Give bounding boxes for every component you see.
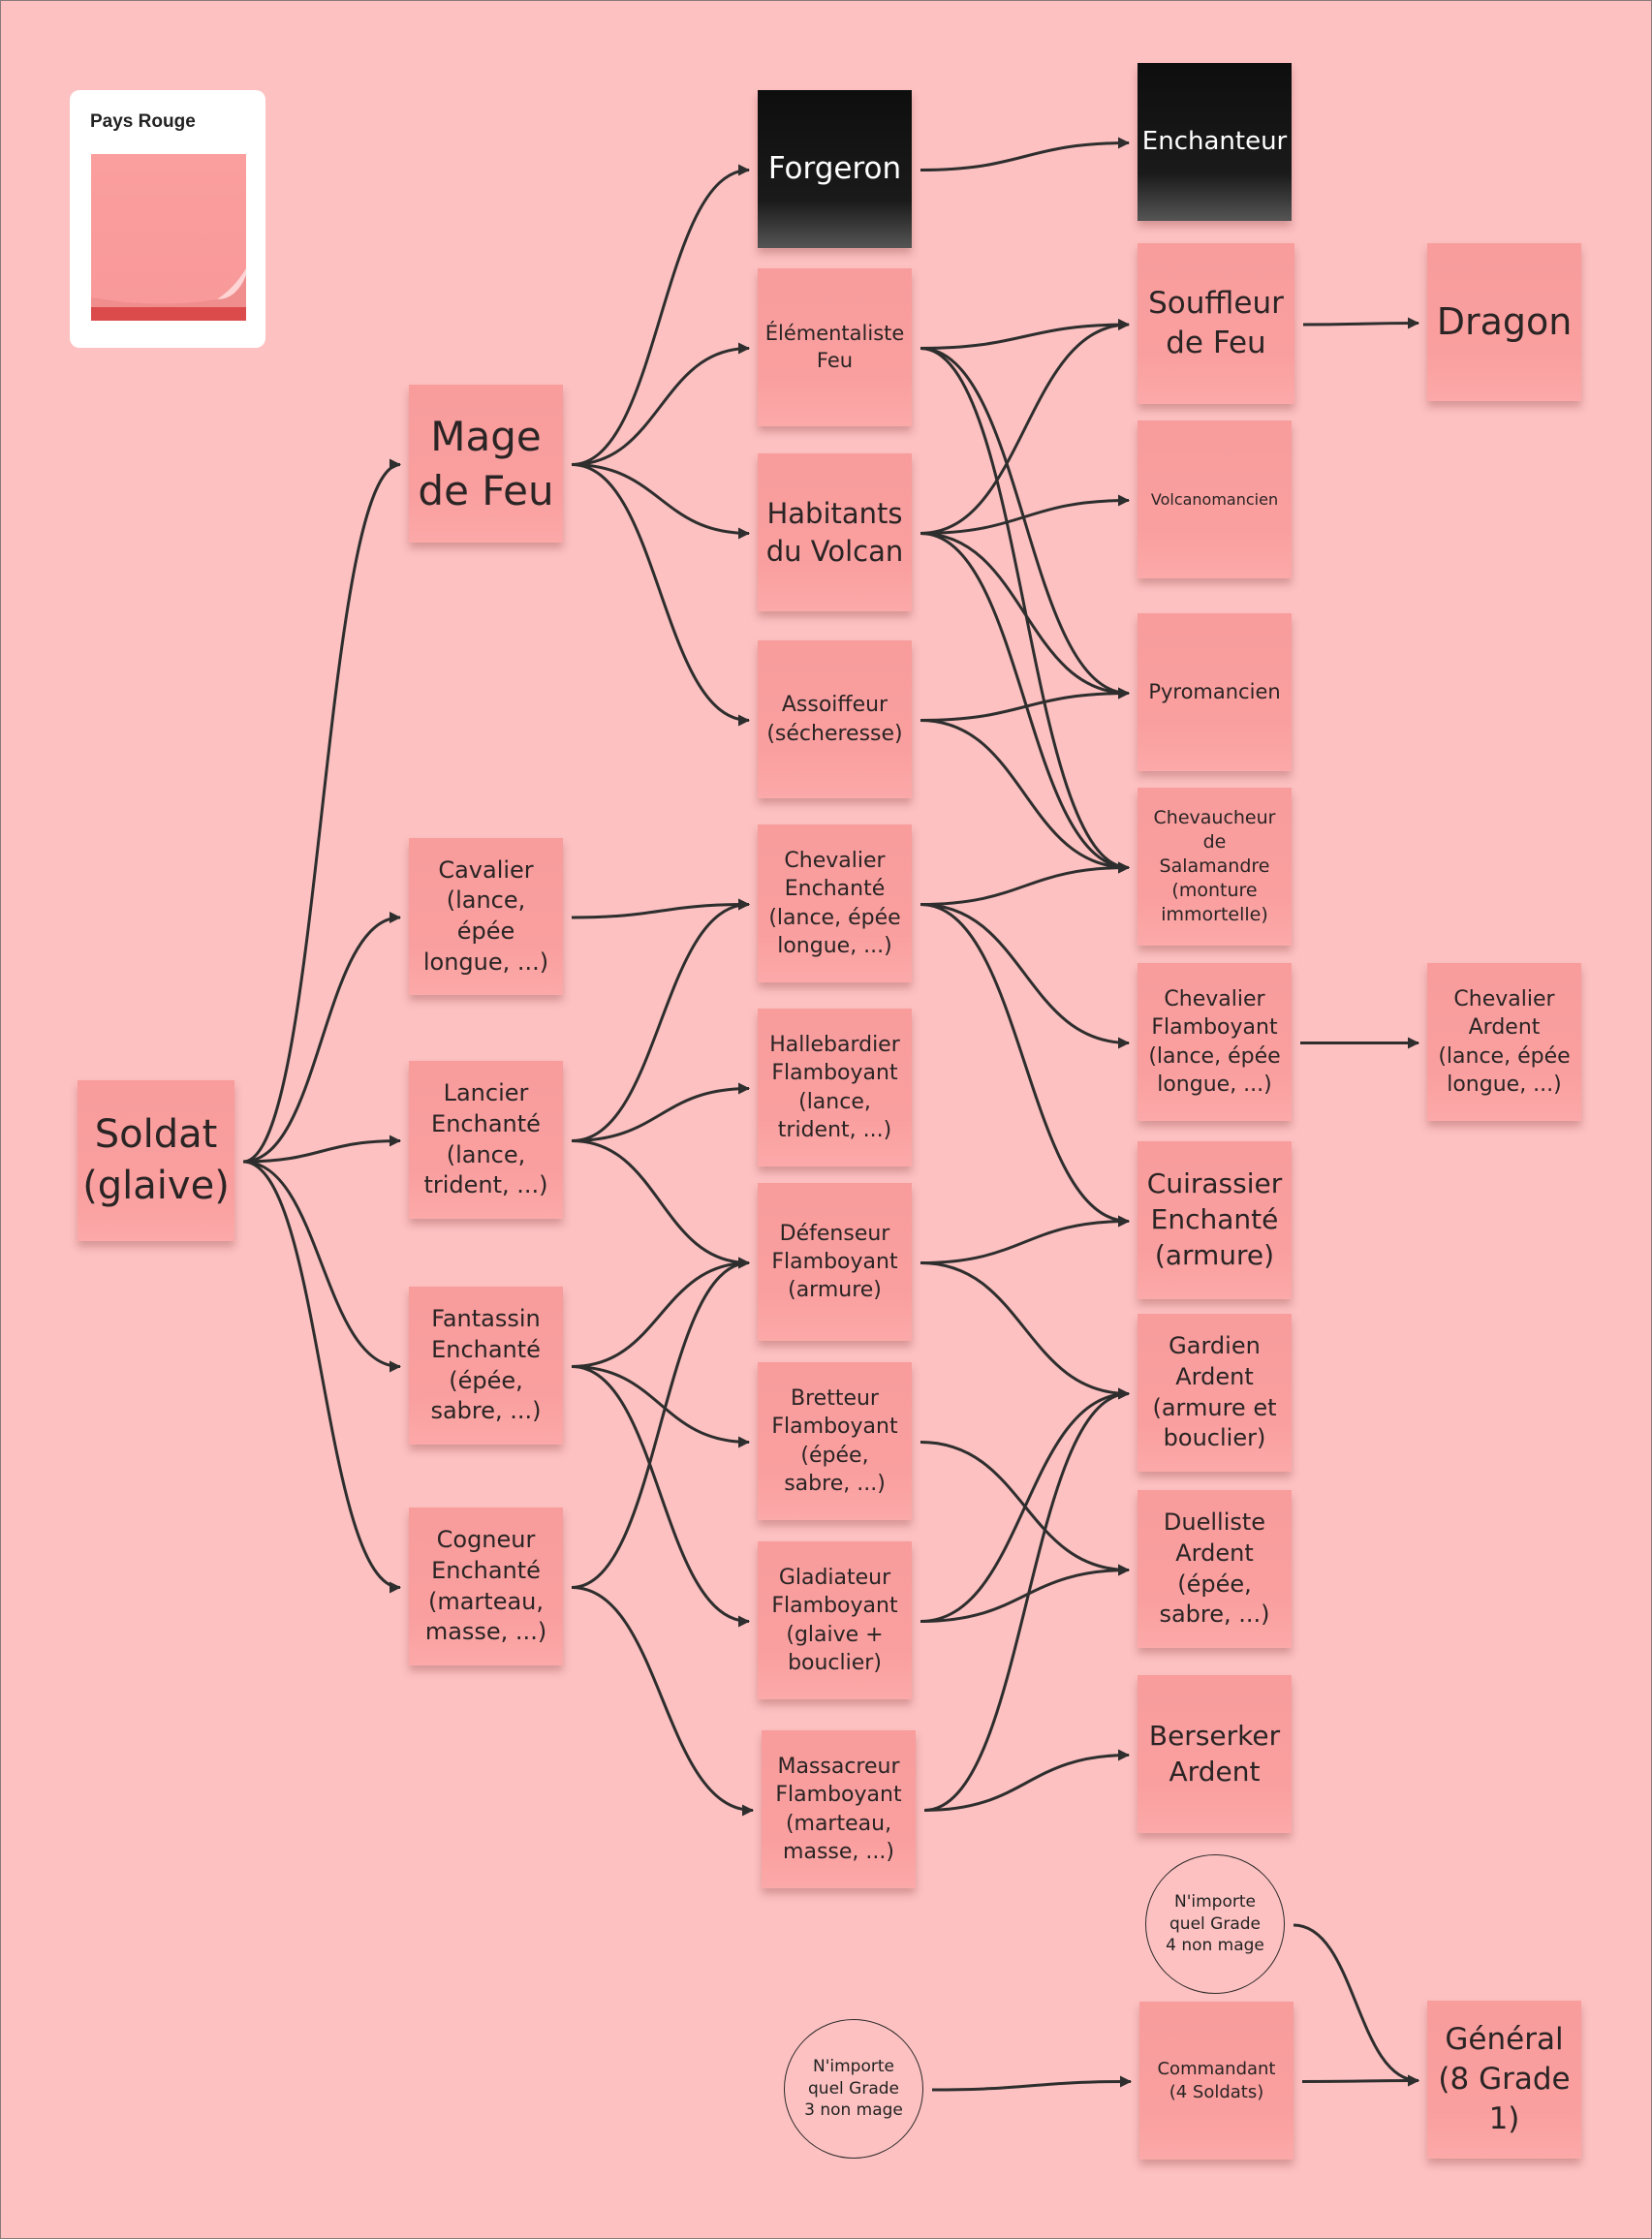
edge-fantassin-to-bretteur xyxy=(571,1365,750,1448)
node-chevaucheur-de-salamandre[interactable]: Chevaucheur de Salamandre (monture immor… xyxy=(1138,788,1292,946)
edge-any_g3-to-commandant xyxy=(931,2075,1132,2092)
edge-souffleur-to-dragon xyxy=(1302,317,1419,329)
edge-forgeron-to-enchanteur xyxy=(920,137,1130,171)
node-massacreur-flamboyant[interactable]: Massacreur Flamboyant (marteau, masse, .… xyxy=(762,1730,916,1888)
edge-mage_feu-to-elementaliste xyxy=(571,342,750,466)
edge-soldat-to-cavalier xyxy=(242,912,401,1164)
edge-gladiateur-to-duelliste xyxy=(920,1564,1130,1623)
edge-cogneur-to-defenseur xyxy=(571,1257,750,1589)
node-assoiffeur[interactable]: Assoiffeur (sécheresse) xyxy=(758,640,912,798)
edge-habitants-to-souffleur xyxy=(920,319,1130,535)
edge-chev_enchante-to-chev_flamboyant xyxy=(920,903,1130,1049)
edge-lancier-to-chev_enchante xyxy=(571,898,750,1142)
node-chevalier-ardent[interactable]: Chevalier Ardent (lance, épée longue, ..… xyxy=(1427,963,1581,1121)
edge-defenseur-to-cuirassier xyxy=(920,1215,1130,1264)
edge-mage_feu-to-forgeron xyxy=(571,164,750,466)
node-chevalier-enchante[interactable]: Chevalier Enchanté (lance, épée longue, … xyxy=(758,824,912,982)
node-commandant[interactable]: Commandant (4 Soldats) xyxy=(1139,2002,1294,2160)
edge-fantassin-to-defenseur xyxy=(571,1257,750,1368)
edge-mage_feu-to-assoiffeur xyxy=(571,463,750,727)
node-cuirassier-enchante[interactable]: Cuirassier Enchanté (armure) xyxy=(1138,1141,1292,1299)
edge-mage_feu-to-habitants xyxy=(571,463,750,540)
node-souffleur-de-feu[interactable]: Souffleur de Feu xyxy=(1138,243,1294,404)
node-berserker-ardent[interactable]: Berserker Ardent xyxy=(1138,1675,1292,1833)
edge-chev_enchante-to-cuirassier xyxy=(920,903,1130,1228)
node-duelliste-ardent[interactable]: Duelliste Ardent (épée, sabre, ...) xyxy=(1138,1490,1292,1648)
node-any-grade-3[interactable]: N'importe quel Grade 3 non mage xyxy=(784,2019,923,2159)
node-any-grade-4[interactable]: N'importe quel Grade 4 non mage xyxy=(1145,1854,1285,1994)
node-enchanteur[interactable]: Enchanteur xyxy=(1138,63,1292,221)
node-pyromancien[interactable]: Pyromancien xyxy=(1138,613,1292,771)
edge-habitants-to-chevaucheur xyxy=(920,532,1130,874)
legend-card: Pays Rouge xyxy=(70,90,265,348)
edge-assoiffeur-to-chevaucheur xyxy=(920,719,1130,874)
node-lancier-enchante[interactable]: Lancier Enchanté (lance, trident, ...) xyxy=(409,1061,563,1219)
node-mage-de-feu[interactable]: Mage de Feu xyxy=(409,385,563,543)
node-gladiateur-flamboyant[interactable]: Gladiateur Flamboyant (glaive + bouclier… xyxy=(758,1541,912,1699)
sticky-note-stack-icon xyxy=(91,154,246,328)
node-cavalier[interactable]: Cavalier (lance, épée longue, ...) xyxy=(409,838,563,995)
edge-elementaliste-to-pyromancien xyxy=(920,347,1130,700)
edge-lancier-to-hallebardier xyxy=(571,1082,750,1142)
node-gardien-ardent[interactable]: Gardien Ardent (armure et bouclier) xyxy=(1138,1314,1292,1472)
edge-soldat-to-fantassin xyxy=(242,1160,401,1373)
node-soldat[interactable]: Soldat (glaive) xyxy=(78,1080,234,1241)
edge-assoiffeur-to-pyromancien xyxy=(920,687,1130,722)
edge-cogneur-to-massacreur xyxy=(571,1586,754,1817)
edge-soldat-to-lancier xyxy=(242,1135,401,1164)
edge-soldat-to-mage_feu xyxy=(242,458,401,1164)
node-elementaliste-feu[interactable]: Élémentaliste Feu xyxy=(758,268,912,426)
edge-habitants-to-volcanomancien xyxy=(920,494,1130,535)
edge-fantassin-to-gladiateur xyxy=(571,1365,750,1628)
node-habitants-du-volcan[interactable]: Habitants du Volcan xyxy=(758,453,912,611)
node-bretteur-flamboyant[interactable]: Bretteur Flamboyant (épée, sabre, ...) xyxy=(758,1362,912,1520)
node-forgeron[interactable]: Forgeron xyxy=(758,90,912,248)
edge-cavalier-to-chev_enchante xyxy=(571,898,750,919)
edge-massacreur-to-berserker xyxy=(923,1749,1130,1812)
edge-massacreur-to-gardien xyxy=(923,1387,1130,1812)
edge-defenseur-to-gardien xyxy=(920,1261,1130,1400)
node-cogneur-enchante[interactable]: Cogneur Enchanté (marteau, masse, ...) xyxy=(409,1508,563,1665)
edge-elementaliste-to-souffleur xyxy=(920,319,1130,350)
edge-chev_enchante-to-chevaucheur xyxy=(920,861,1130,906)
node-defenseur-flamboyant[interactable]: Défenseur Flamboyant (armure) xyxy=(758,1183,912,1341)
node-chevalier-flamboyant[interactable]: Chevalier Flamboyant (lance, épée longue… xyxy=(1138,963,1292,1121)
edge-soldat-to-cogneur xyxy=(242,1160,401,1594)
legend-title: Pays Rouge xyxy=(90,111,196,132)
edge-habitants-to-pyromancien xyxy=(920,532,1130,700)
edge-elementaliste-to-chevaucheur xyxy=(920,347,1130,874)
edge-lancier-to-defenseur xyxy=(571,1139,750,1269)
node-general[interactable]: Général (8 Grade 1) xyxy=(1427,2001,1581,2159)
edge-gladiateur-to-gardien xyxy=(920,1387,1130,1623)
edge-any_g4-to-general xyxy=(1293,1923,1419,2087)
edge-commandant-to-general xyxy=(1301,2074,1419,2087)
node-fantassin-enchante[interactable]: Fantassin Enchanté (épée, sabre, ...) xyxy=(409,1287,563,1445)
node-hallebardier-flamboyant[interactable]: Hallebardier Flamboyant (lance, trident,… xyxy=(758,1009,912,1166)
node-dragon[interactable]: Dragon xyxy=(1427,243,1581,401)
node-volcanomancien[interactable]: Volcanomancien xyxy=(1138,420,1292,578)
